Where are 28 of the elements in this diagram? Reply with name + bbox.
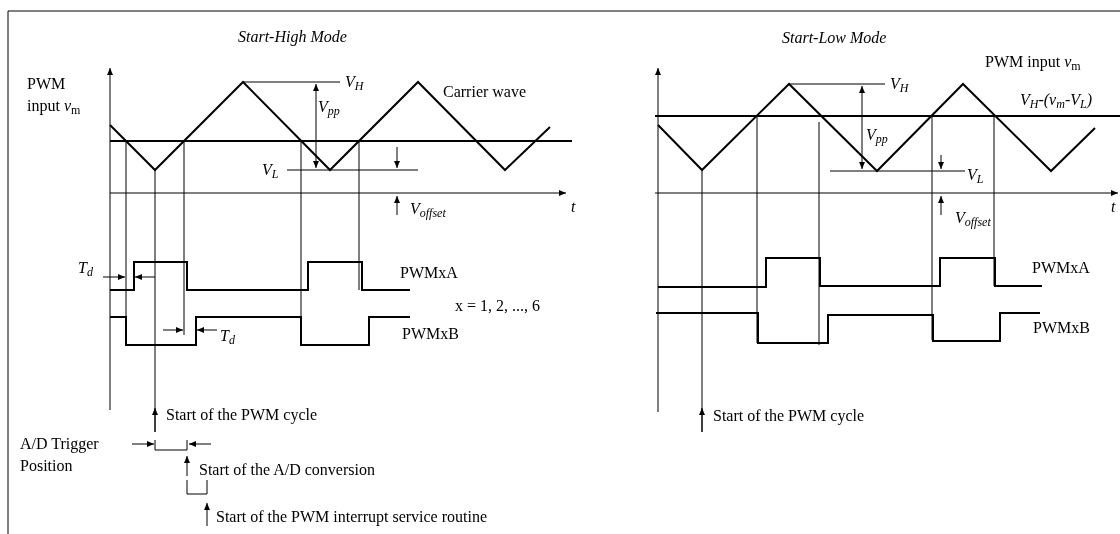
label-text: Start of the PWM interrupt service routine xyxy=(216,507,488,528)
label-text: V$_{offset}$ xyxy=(955,208,991,230)
label-text: V$_{pp}$ xyxy=(318,97,340,119)
label-text: PWMxA xyxy=(1032,258,1090,278)
label-text: PWMxB xyxy=(402,324,459,344)
label-text: V$_{H}$ xyxy=(345,72,364,94)
label-text: A/D Trigger Position xyxy=(20,434,100,477)
label-text: V$_{L}$ xyxy=(967,165,984,187)
label-text: Carrier wave xyxy=(443,82,527,102)
label-text: Start-High Mode xyxy=(238,27,347,48)
label-text: PWMxA xyxy=(400,263,458,283)
label-text: Start of the A/D conversion xyxy=(199,460,375,480)
label-text: Start-Low Mode xyxy=(782,28,887,48)
label-text: V$_{L}$ xyxy=(262,160,279,182)
label-text: t xyxy=(571,197,576,217)
label-text: V$_{H}$-(v$_{m}$-V$_{L}$) xyxy=(1020,90,1092,112)
label-text: PWM input v$_{m}$ xyxy=(985,52,1081,74)
label-text: PWMxB xyxy=(1033,318,1090,338)
label-text: T$_{d}$ xyxy=(78,258,93,280)
label-text: T$_{d}$ xyxy=(220,326,235,348)
label-text: x = 1, 2, ..., 6 xyxy=(455,296,541,316)
label-text: V$_{pp}$ xyxy=(866,125,888,147)
label-text: Start of the PWM cycle xyxy=(166,405,318,426)
label-text: V$_{H}$ xyxy=(890,74,909,96)
label-text: Start of the PWM cycle xyxy=(713,406,865,427)
label-text: PWM input v$_{m}$ xyxy=(27,74,82,118)
label-text: t xyxy=(1111,197,1116,217)
label-text: V$_{offset}$ xyxy=(410,199,446,221)
